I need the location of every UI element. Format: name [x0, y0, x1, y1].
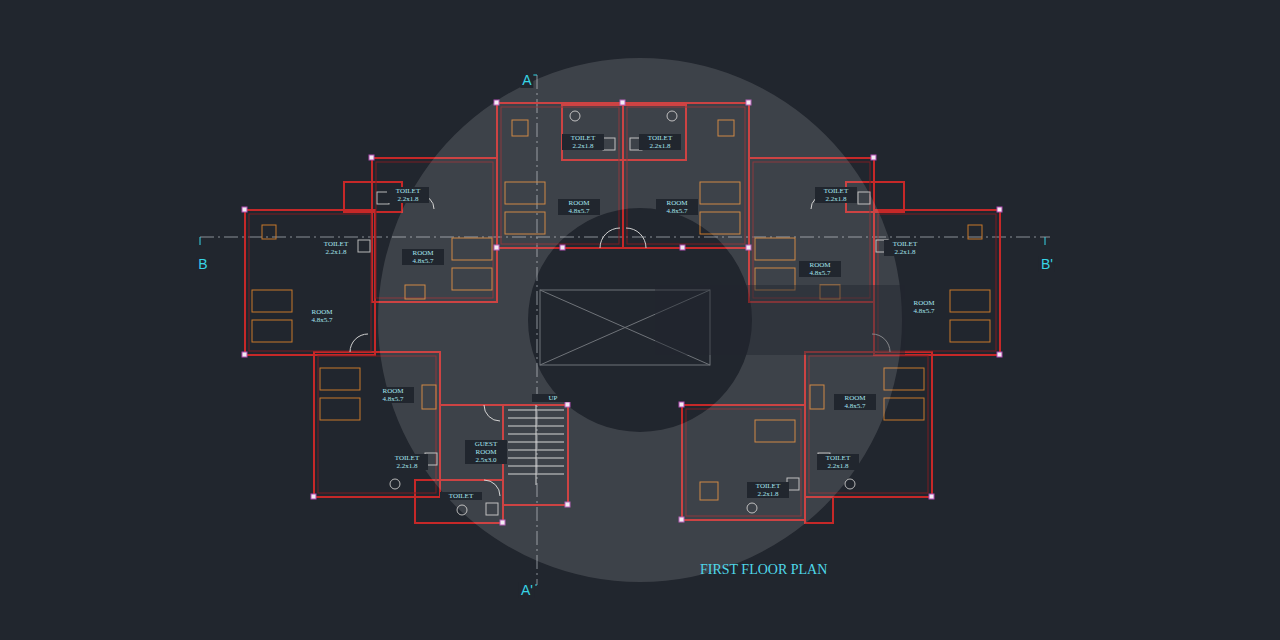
grip — [929, 494, 934, 499]
bed — [320, 398, 360, 420]
room-label: TOILET 2.2x1.8 — [386, 454, 428, 470]
room-label: ROOM 4.8x5.7 — [301, 308, 343, 324]
room-label: TOILET 2.2x1.8 — [315, 240, 357, 256]
bed — [252, 320, 292, 342]
wall — [249, 214, 371, 351]
wc — [390, 479, 400, 489]
chair — [262, 225, 276, 239]
basin — [358, 240, 370, 252]
room-label: ROOM 4.8x5.7 — [656, 199, 698, 215]
room-label: GUEST ROOM 2.5x3.0 — [465, 440, 507, 464]
bed — [320, 368, 360, 390]
wall — [245, 210, 375, 355]
grip — [680, 245, 685, 250]
room-label: TOILET 2.2x1.8 — [884, 240, 926, 256]
grip — [369, 155, 374, 160]
room-label: ROOM 4.8x5.7 — [558, 199, 600, 215]
grip — [997, 207, 1002, 212]
section-line — [200, 237, 1050, 238]
room-label: ROOM 4.8x5.7 — [903, 299, 945, 315]
bed — [884, 398, 924, 420]
room-label: UP — [532, 394, 574, 402]
room-label: TOILET 2.2x1.8 — [387, 187, 429, 203]
room-label: ROOM 4.8x5.7 — [799, 261, 841, 277]
room-label: TOILET 2.2x1.8 — [639, 134, 681, 150]
room-label: TOILET 2.2x1.8 — [562, 134, 604, 150]
bed — [252, 290, 292, 312]
grip — [871, 155, 876, 160]
plan-title: FIRST FLOOR PLAN — [700, 562, 827, 578]
grip — [242, 207, 247, 212]
room-label: ROOM 4.8x5.7 — [372, 387, 414, 403]
room-label: TOILET 2.2x1.8 — [817, 454, 859, 470]
watermark-notch — [655, 285, 905, 355]
door-swing — [600, 228, 646, 248]
section-mark: B — [196, 256, 209, 272]
grip — [311, 494, 316, 499]
grip — [997, 352, 1002, 357]
bed — [950, 320, 990, 342]
grip — [679, 402, 684, 407]
bed — [950, 290, 990, 312]
room-label: ROOM 4.8x5.7 — [402, 249, 444, 265]
section-mark: A — [520, 72, 533, 88]
section-mark: B' — [1039, 256, 1055, 272]
room-label: ROOM 4.8x5.7 — [834, 394, 876, 410]
section-mark: A' — [519, 582, 535, 598]
grip — [242, 352, 247, 357]
grip — [560, 245, 565, 250]
room-label: TOILET — [440, 492, 482, 500]
room-label: TOILET 2.2x1.8 — [815, 187, 857, 203]
chair — [968, 225, 982, 239]
room-label: TOILET 2.2x1.8 — [747, 482, 789, 498]
